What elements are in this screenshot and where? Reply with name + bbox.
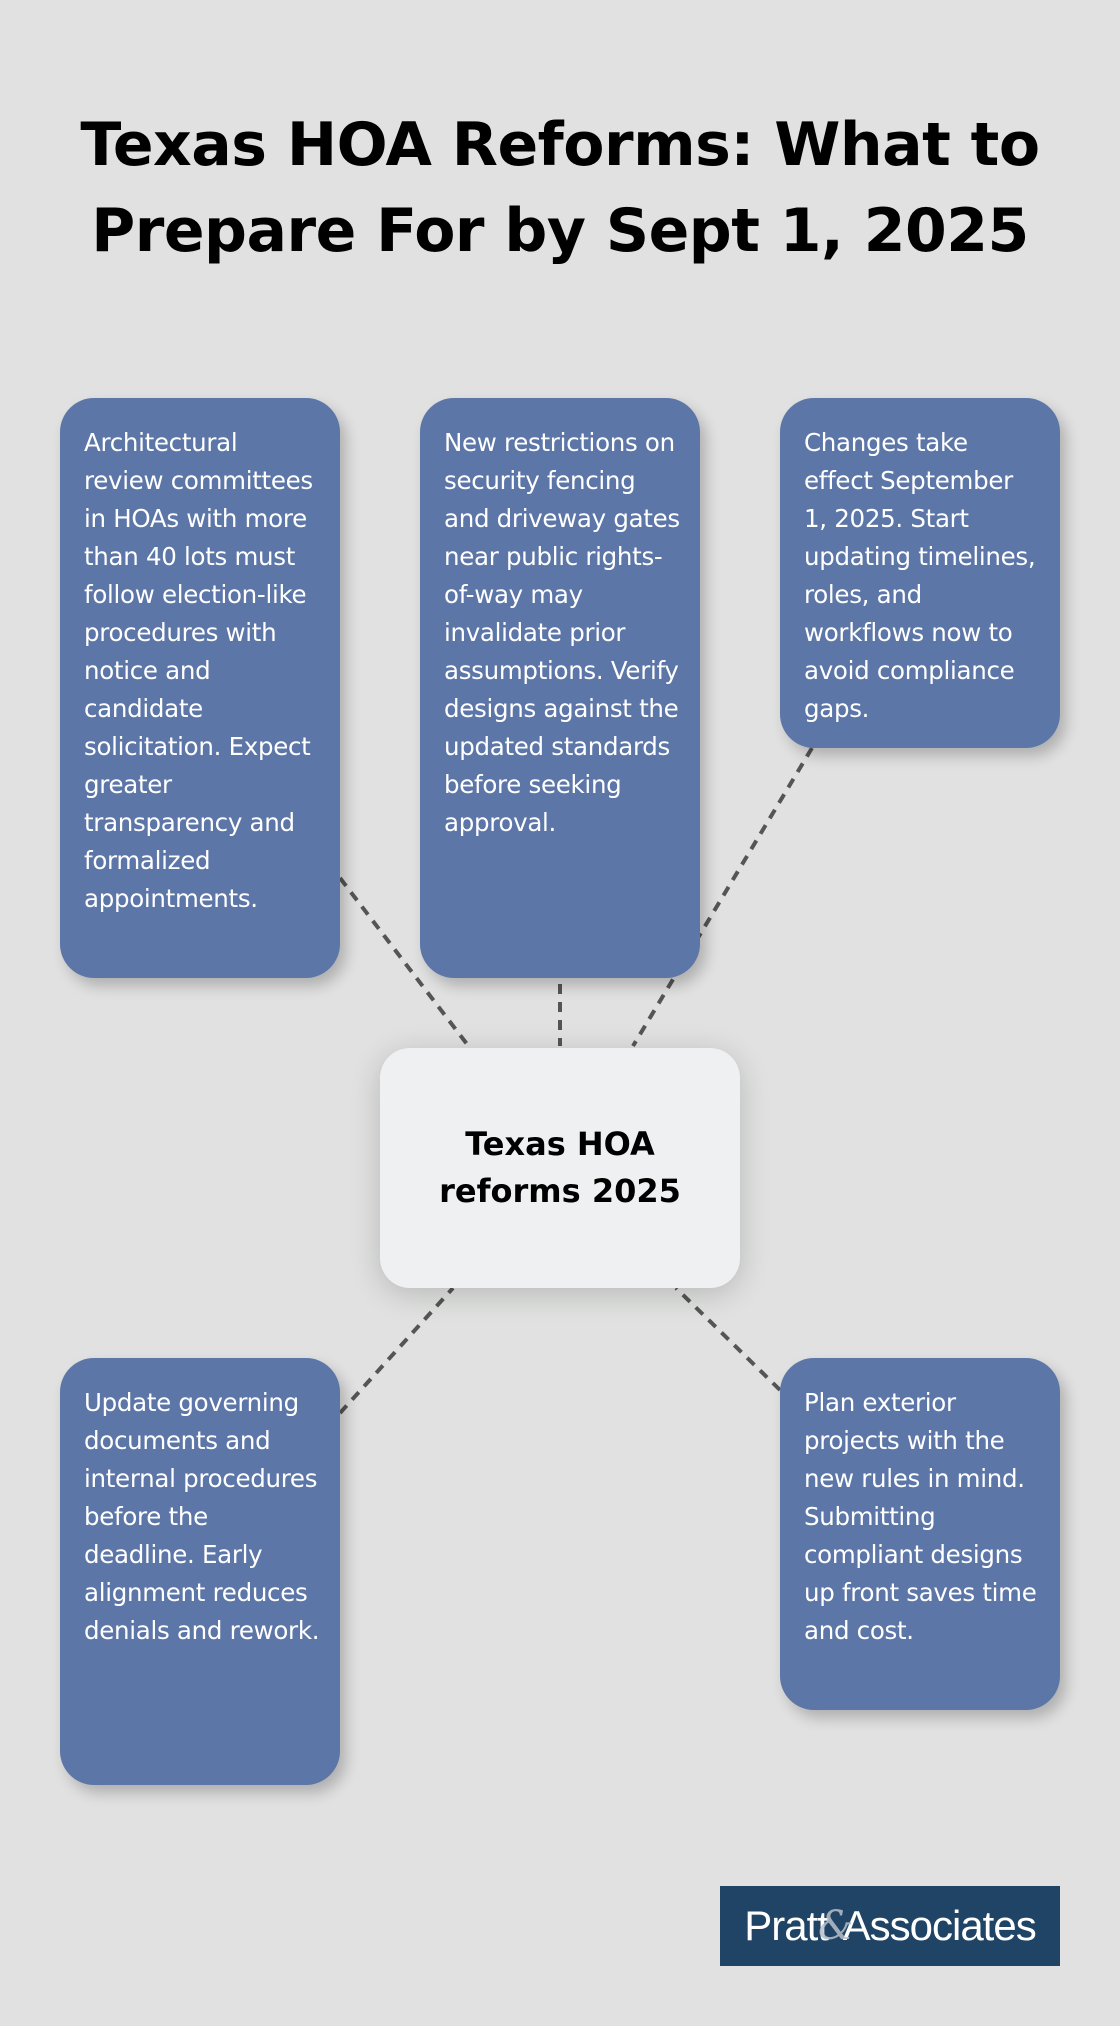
card-text: Update governing documents and internal …: [84, 1388, 320, 1645]
center-node-line-2: reforms 2025: [439, 1172, 681, 1210]
connector-effective-date: [631, 746, 814, 1048]
connector-exterior-projects: [674, 1286, 782, 1392]
card-architectural-review: Architectural review committees in HOAs …: [60, 398, 340, 978]
card-text: Plan exterior projects with the new rule…: [804, 1388, 1037, 1645]
title-line-2: Prepare For by Sept 1, 2025: [91, 196, 1029, 266]
card-exterior-projects: Plan exterior projects with the new rule…: [780, 1358, 1060, 1710]
card-text: Architectural review committees in HOAs …: [84, 428, 313, 913]
title-line-1: Texas HOA Reforms: What to: [80, 110, 1040, 180]
connector-governing-documents: [338, 1286, 455, 1415]
card-security-fencing: New restrictions on security fencing and…: [420, 398, 700, 978]
ampersand-icon: &: [818, 1903, 854, 1949]
card-effective-date: Changes take effect September 1, 2025. S…: [780, 398, 1060, 748]
logo-text-associates: Associates: [842, 1902, 1037, 1949]
card-governing-documents: Update governing documents and internal …: [60, 1358, 340, 1785]
center-node: Texas HOA reforms 2025: [380, 1048, 740, 1288]
card-text: Changes take effect September 1, 2025. S…: [804, 428, 1036, 723]
card-text: New restrictions on security fencing and…: [444, 428, 680, 837]
center-node-line-1: Texas HOA: [465, 1125, 655, 1163]
pratt-associates-logo: Pratt & Associates: [720, 1886, 1060, 1966]
page-title: Texas HOA Reforms: What to Prepare For b…: [0, 102, 1120, 274]
logo-text-pratt: Pratt: [744, 1902, 829, 1949]
